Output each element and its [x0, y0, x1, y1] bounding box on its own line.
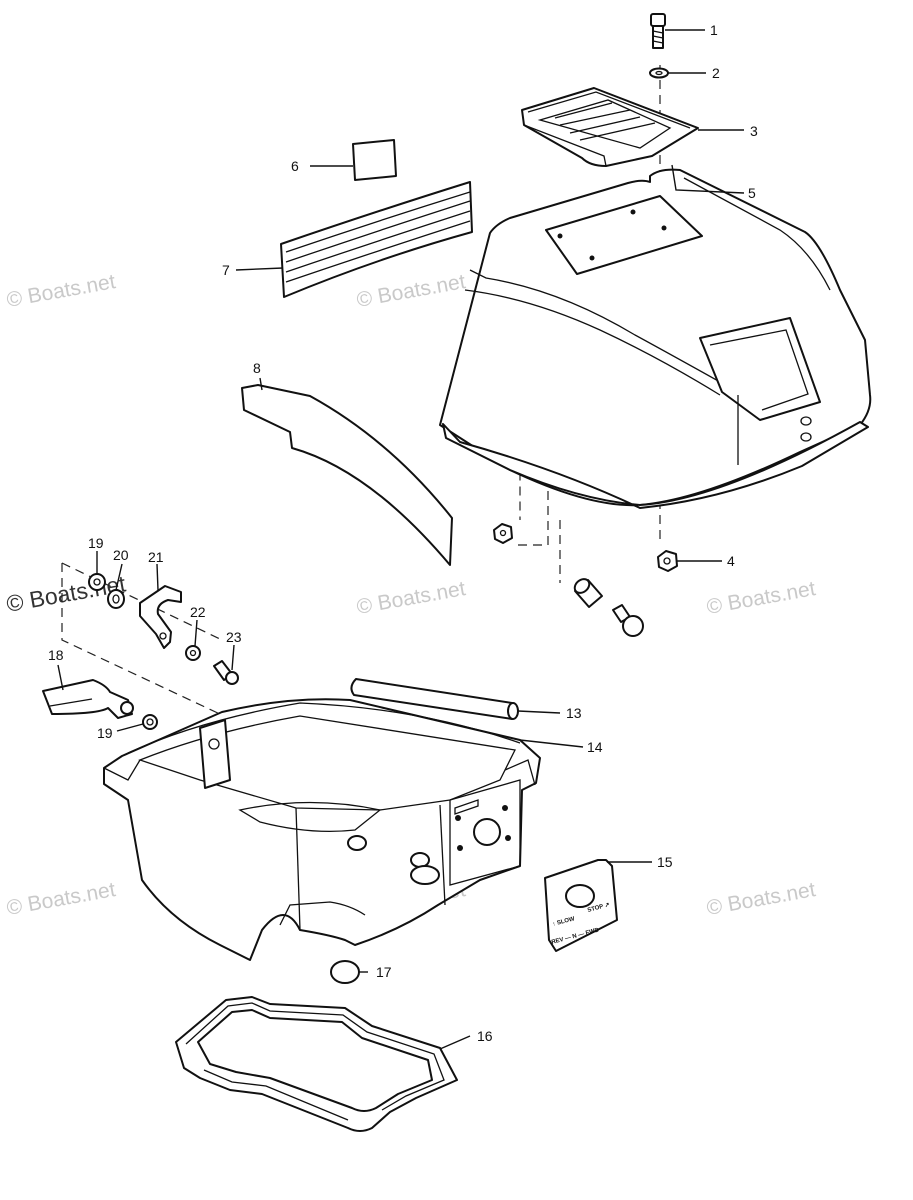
callout-13: 13 — [566, 705, 582, 721]
part-5-upper-cowl — [439, 168, 872, 509]
part-2-washer — [649, 67, 669, 79]
callout-23: 23 — [226, 629, 242, 645]
watermark: © Boats.net — [705, 878, 818, 920]
watermark: © Boats.net — [355, 270, 468, 312]
watermark: © Boats.net — [5, 878, 118, 920]
callout-19-upper: 19 — [88, 535, 104, 551]
callout-2: 2 — [712, 65, 720, 81]
leader-lines — [57, 29, 745, 1050]
part-15-shift-plate: ↑ SLOW STOP ↗ REV — N — FWD — [544, 859, 618, 952]
callout-17: 17 — [376, 964, 392, 980]
part-19-nut-upper — [88, 573, 106, 591]
bushing — [573, 578, 603, 608]
part-23-screw — [213, 660, 239, 685]
small-nut — [493, 523, 513, 544]
part-16-gasket — [175, 996, 458, 1132]
callout-7: 7 — [222, 262, 230, 278]
part-3-top-plate — [521, 87, 699, 167]
callout-4: 4 — [727, 553, 735, 569]
callout-1: 1 — [710, 22, 718, 38]
callout-8: 8 — [253, 360, 261, 376]
callout-14: 14 — [587, 739, 603, 755]
part-13-rod — [350, 678, 519, 720]
part-1-screw — [650, 13, 666, 49]
callout-22: 22 — [190, 604, 206, 620]
plate-label-right: STOP ↗ — [587, 902, 611, 914]
callout-18: 18 — [48, 647, 64, 663]
watermark: © Boats.net — [355, 577, 468, 619]
part-14-lower-cowl — [103, 698, 541, 961]
part-18-lever — [42, 679, 134, 719]
watermark: © Boats.net — [705, 577, 818, 619]
part-6-small-decal — [352, 139, 397, 181]
callout-16: 16 — [477, 1028, 493, 1044]
callout-3: 3 — [750, 123, 758, 139]
part-21-latch-bracket — [139, 585, 182, 649]
watermark: © Boats.net — [5, 270, 118, 312]
callout-5: 5 — [748, 185, 756, 201]
part-8-seal-strip — [241, 384, 453, 566]
part-17-plug — [330, 960, 360, 984]
plate-label-left: ↑ SLOW — [552, 916, 576, 928]
callout-21: 21 — [148, 549, 164, 565]
callout-6: 6 — [291, 158, 299, 174]
part-19-nut-lower — [142, 714, 158, 730]
callouts: 1 2 3 4 5 6 7 8 13 14 15 16 17 18 19 19 … — [48, 22, 758, 1044]
part-4-nut — [657, 550, 678, 572]
part-22-nut — [185, 645, 201, 661]
part-20-washer — [107, 589, 125, 609]
part-7-striped-decal — [280, 181, 473, 298]
push-pin — [612, 604, 644, 637]
callout-19-lower: 19 — [97, 725, 113, 741]
callout-15: 15 — [657, 854, 673, 870]
callout-20: 20 — [113, 547, 129, 563]
